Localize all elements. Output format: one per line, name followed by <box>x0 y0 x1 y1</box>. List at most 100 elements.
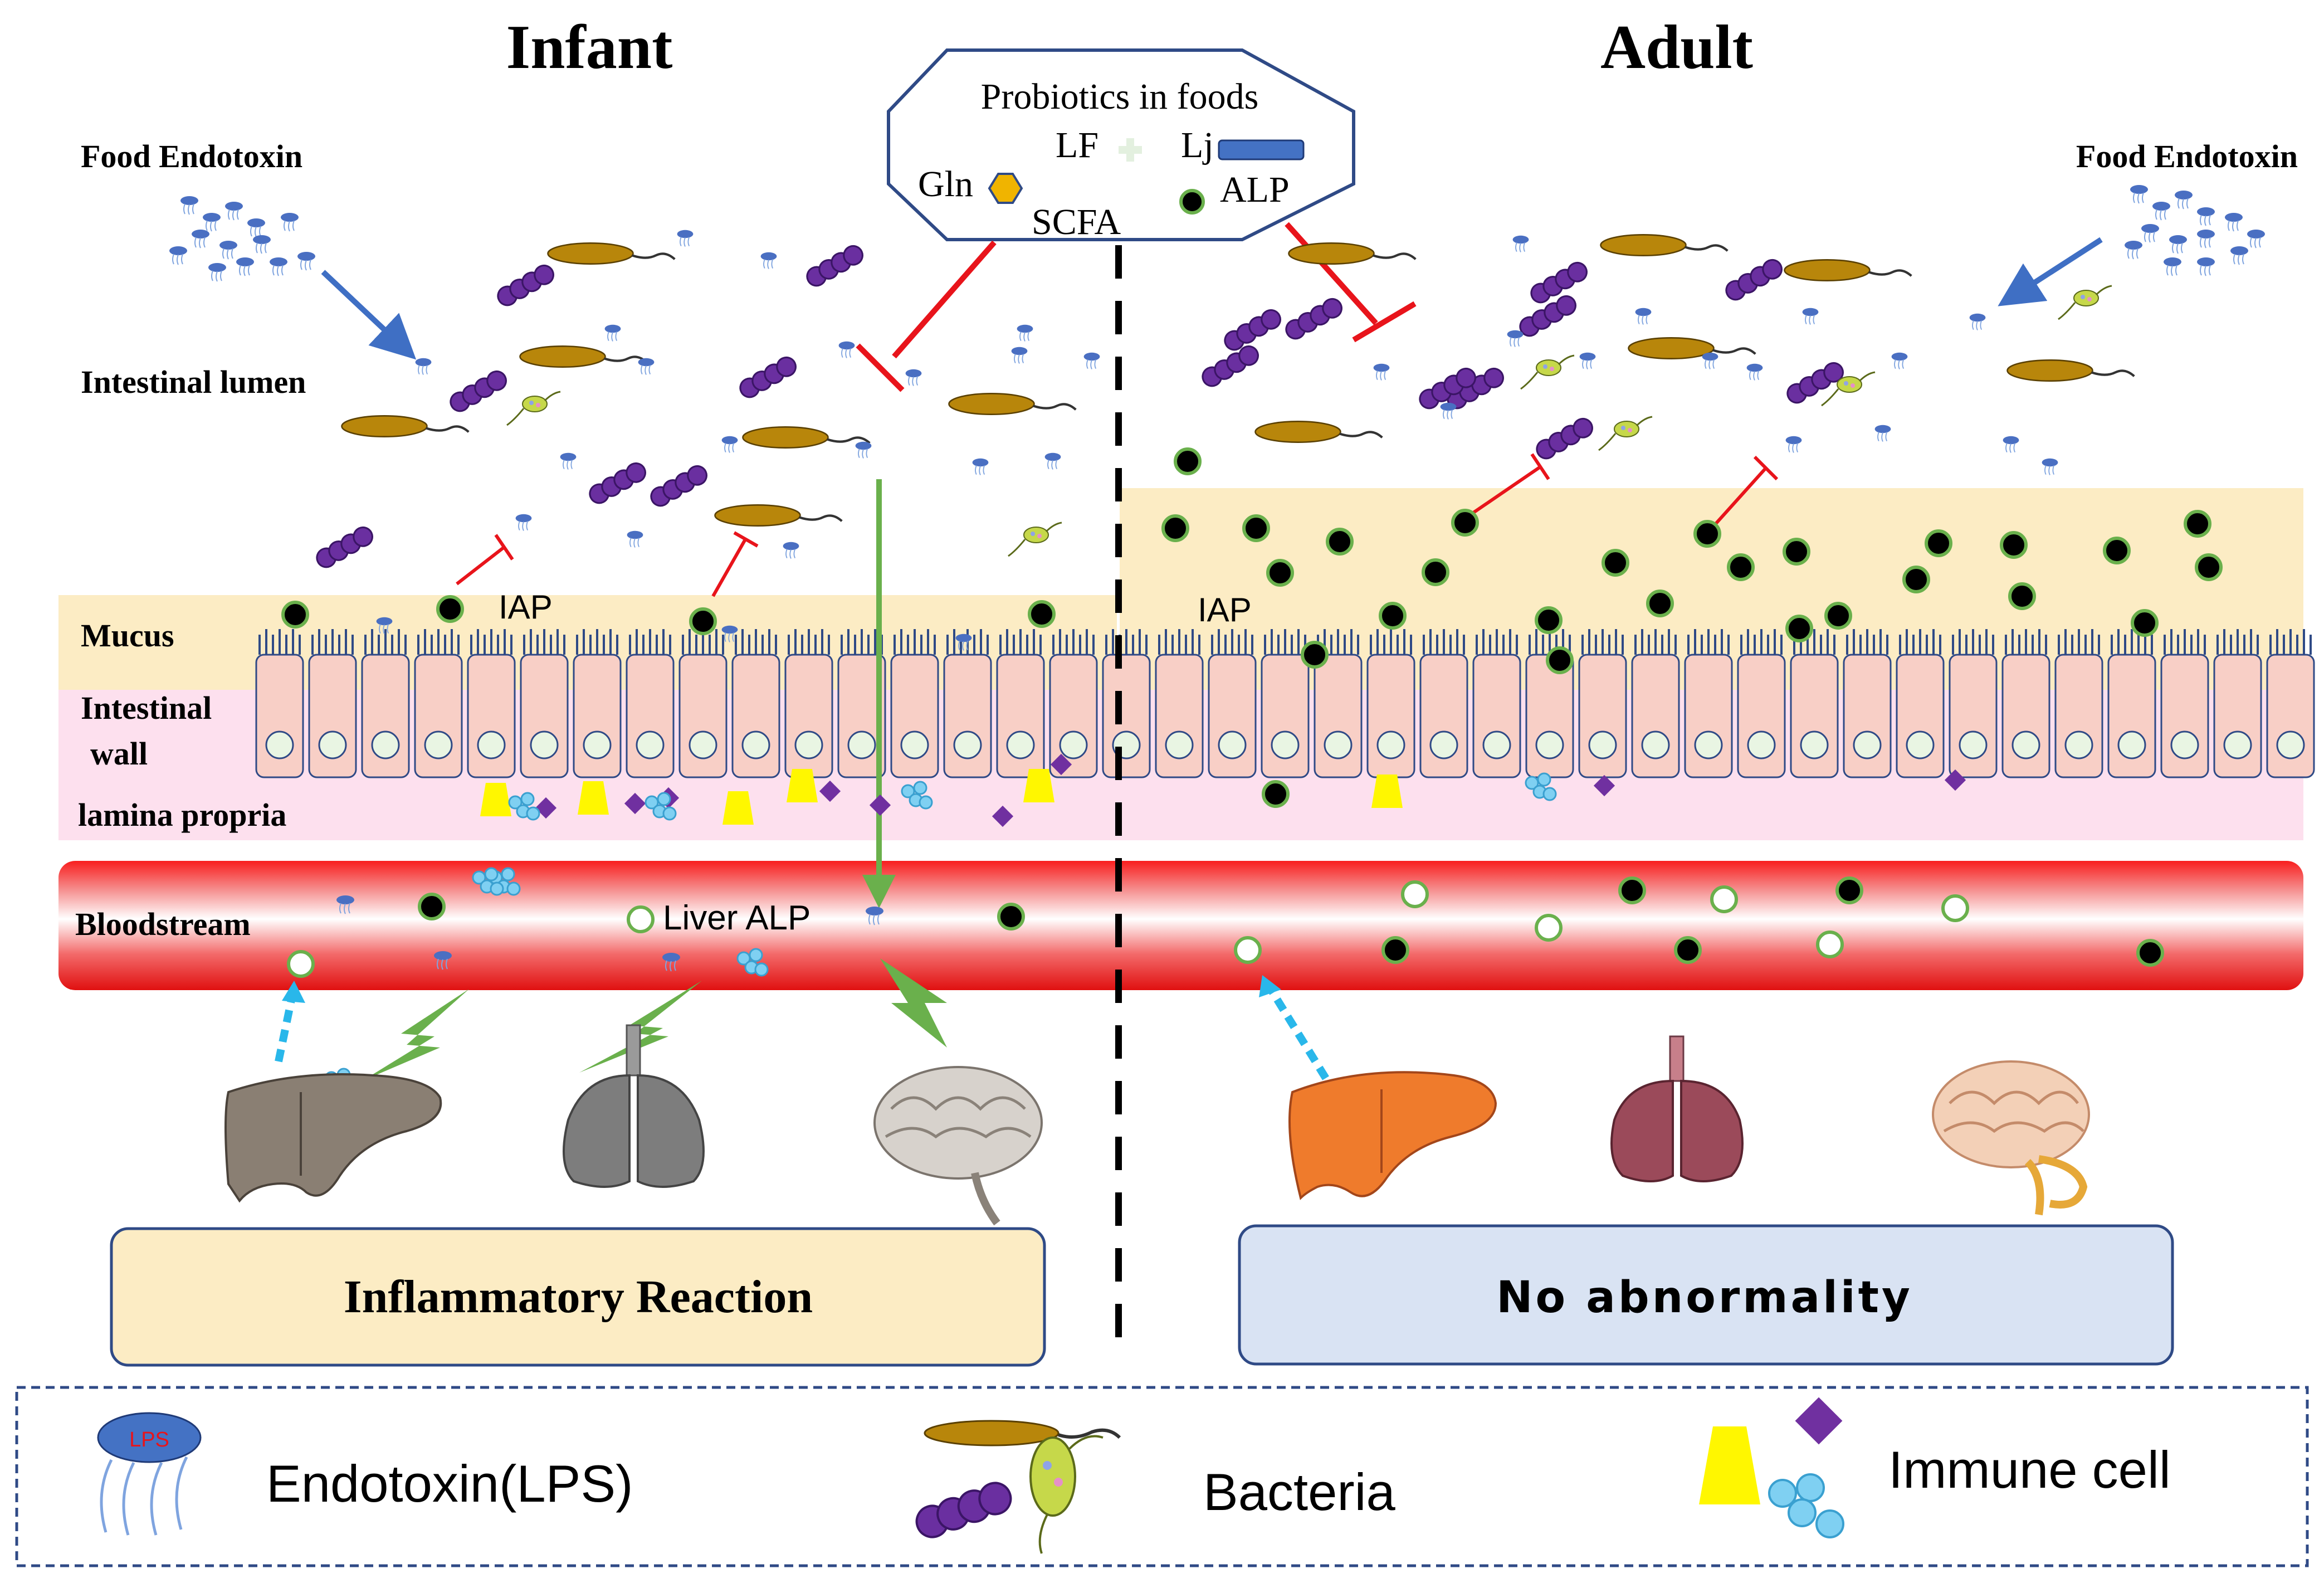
lps-icon <box>1083 352 1101 370</box>
infant-title: Infant <box>506 13 673 82</box>
lungs-adult-icon <box>1610 1035 1744 1182</box>
cocci-bacterium-icon <box>735 353 802 401</box>
adult-outcome-text: No abnormality <box>1496 1273 1913 1323</box>
lps-icon <box>219 240 238 260</box>
lps-icon <box>1044 452 1062 470</box>
brain-adult-icon <box>1932 1060 2090 1216</box>
lps-icon <box>414 357 432 376</box>
infant-outcome-box <box>110 1227 1046 1367</box>
lps-icon <box>1969 313 1986 331</box>
iap-inhibit-right-1 <box>1472 453 1550 514</box>
label-iap-left: IAP <box>499 588 553 626</box>
food-endotoxin-arrow-right <box>1998 237 2103 306</box>
cocci-bacterium-icon <box>1219 306 1286 354</box>
lps-icon <box>1746 363 1764 381</box>
lps-icon <box>180 196 199 215</box>
alp-dot <box>691 609 715 634</box>
alp-dot <box>1453 510 1477 535</box>
lps-icon <box>2163 257 2182 276</box>
liver-alp-dot <box>289 952 313 976</box>
cocci-bacterium-icon <box>1197 342 1264 390</box>
label-intestinal-wall-2: wall <box>90 736 148 772</box>
lps-icon <box>2174 190 2193 210</box>
lps-icon <box>1506 329 1524 348</box>
probiotics-lj: Lj <box>1181 125 1214 165</box>
alp-dot <box>1926 531 1951 556</box>
lps-icon <box>721 435 739 454</box>
liver-adult-icon <box>1288 1071 1497 1200</box>
lps-icon <box>1373 363 1390 381</box>
rod-bacterium-icon <box>1629 338 1756 358</box>
rod-bacterium-icon <box>949 393 1076 414</box>
label-iap-right: IAP <box>1198 591 1252 629</box>
infant-outcome-text: Inflammatory Reaction <box>344 1271 813 1323</box>
lps-icon <box>760 251 778 270</box>
label-lamina-propria: lamina propria <box>78 797 286 833</box>
cocci-bacterium-icon <box>445 367 512 415</box>
lps-icon <box>1512 235 1530 253</box>
adult-title: Adult <box>1600 13 1753 82</box>
alp-dot <box>1784 539 1809 564</box>
liver-to-blood-arrow-left <box>275 993 296 1063</box>
alp-dot <box>2132 611 2157 635</box>
iap-inhibit-left-2 <box>711 531 759 597</box>
adult-outcome-box <box>1238 1224 2174 1366</box>
alp-dot <box>1268 561 1292 585</box>
lps-icon <box>1010 346 1028 364</box>
label-liver-alp: Liver ALP <box>663 899 811 937</box>
lps-icon <box>1785 435 1803 454</box>
lightning-bolts <box>362 958 947 1081</box>
lps-icon <box>2124 240 2143 260</box>
cocci-bacterium-icon <box>1281 295 1347 343</box>
lps-icon <box>1701 352 1719 370</box>
alp-dot <box>2138 941 2162 965</box>
lps-icon <box>236 257 255 276</box>
brain-infant-icon <box>873 1066 1043 1226</box>
alp-dot <box>438 597 462 621</box>
lps-icon <box>169 246 188 265</box>
liver-alp-dot <box>1403 882 1427 907</box>
cocci-bacterium-icon <box>802 242 868 290</box>
label-intestinal-lumen: Intestinal lumen <box>81 364 306 400</box>
lungs-infant-icon <box>563 1024 705 1188</box>
lps-icon <box>2169 235 2188 254</box>
lps-icon <box>2141 223 2160 243</box>
lps-icon <box>1801 307 1819 325</box>
lps-icon <box>637 357 655 376</box>
alp-dot <box>2001 533 2026 557</box>
probiotics-heading: Probiotics in foods <box>981 76 1259 117</box>
alp-dot <box>1423 560 1448 585</box>
rod-bacterium-icon <box>1256 421 1383 442</box>
liver-infant-icon <box>224 1073 442 1203</box>
lps-icon <box>559 452 577 470</box>
lps-icon <box>2230 246 2249 265</box>
lps-icon <box>782 541 800 559</box>
alp-dot <box>1787 616 1812 641</box>
gln-hexagon-icon <box>988 173 1023 204</box>
alp-dot <box>283 602 307 627</box>
label-intestinal-wall-1: Intestinal <box>81 690 212 726</box>
lps-icon <box>252 235 271 254</box>
probiotics-scfa: SCFA <box>1032 202 1121 242</box>
flagellated-bacterium-icon <box>1007 522 1063 557</box>
alp-dot <box>999 904 1023 929</box>
alp-dot <box>419 894 444 919</box>
lj-rod-icon <box>1218 139 1305 160</box>
probiotics-inhibit-right <box>1285 222 1417 343</box>
lps-icon <box>208 262 227 282</box>
legend-immune-icon <box>1699 1397 1844 1538</box>
flagellated-bacterium-icon <box>2057 285 2113 320</box>
lps-icon <box>1874 424 1892 442</box>
legend-box <box>15 1386 2309 1567</box>
bloodstream <box>58 861 2303 990</box>
rod-bacterium-icon <box>2008 360 2135 381</box>
alp-dot <box>1648 591 1672 616</box>
label-food-endotoxin-left: Food Endotoxin <box>81 138 302 174</box>
alp-dot <box>1603 551 1628 575</box>
liver-alp-dot <box>1536 915 1561 940</box>
lps-icon <box>202 212 221 232</box>
cocci-bacterium-icon <box>584 459 651 507</box>
lightning-to-liver <box>362 989 469 1081</box>
alp-dot <box>1163 516 1188 540</box>
